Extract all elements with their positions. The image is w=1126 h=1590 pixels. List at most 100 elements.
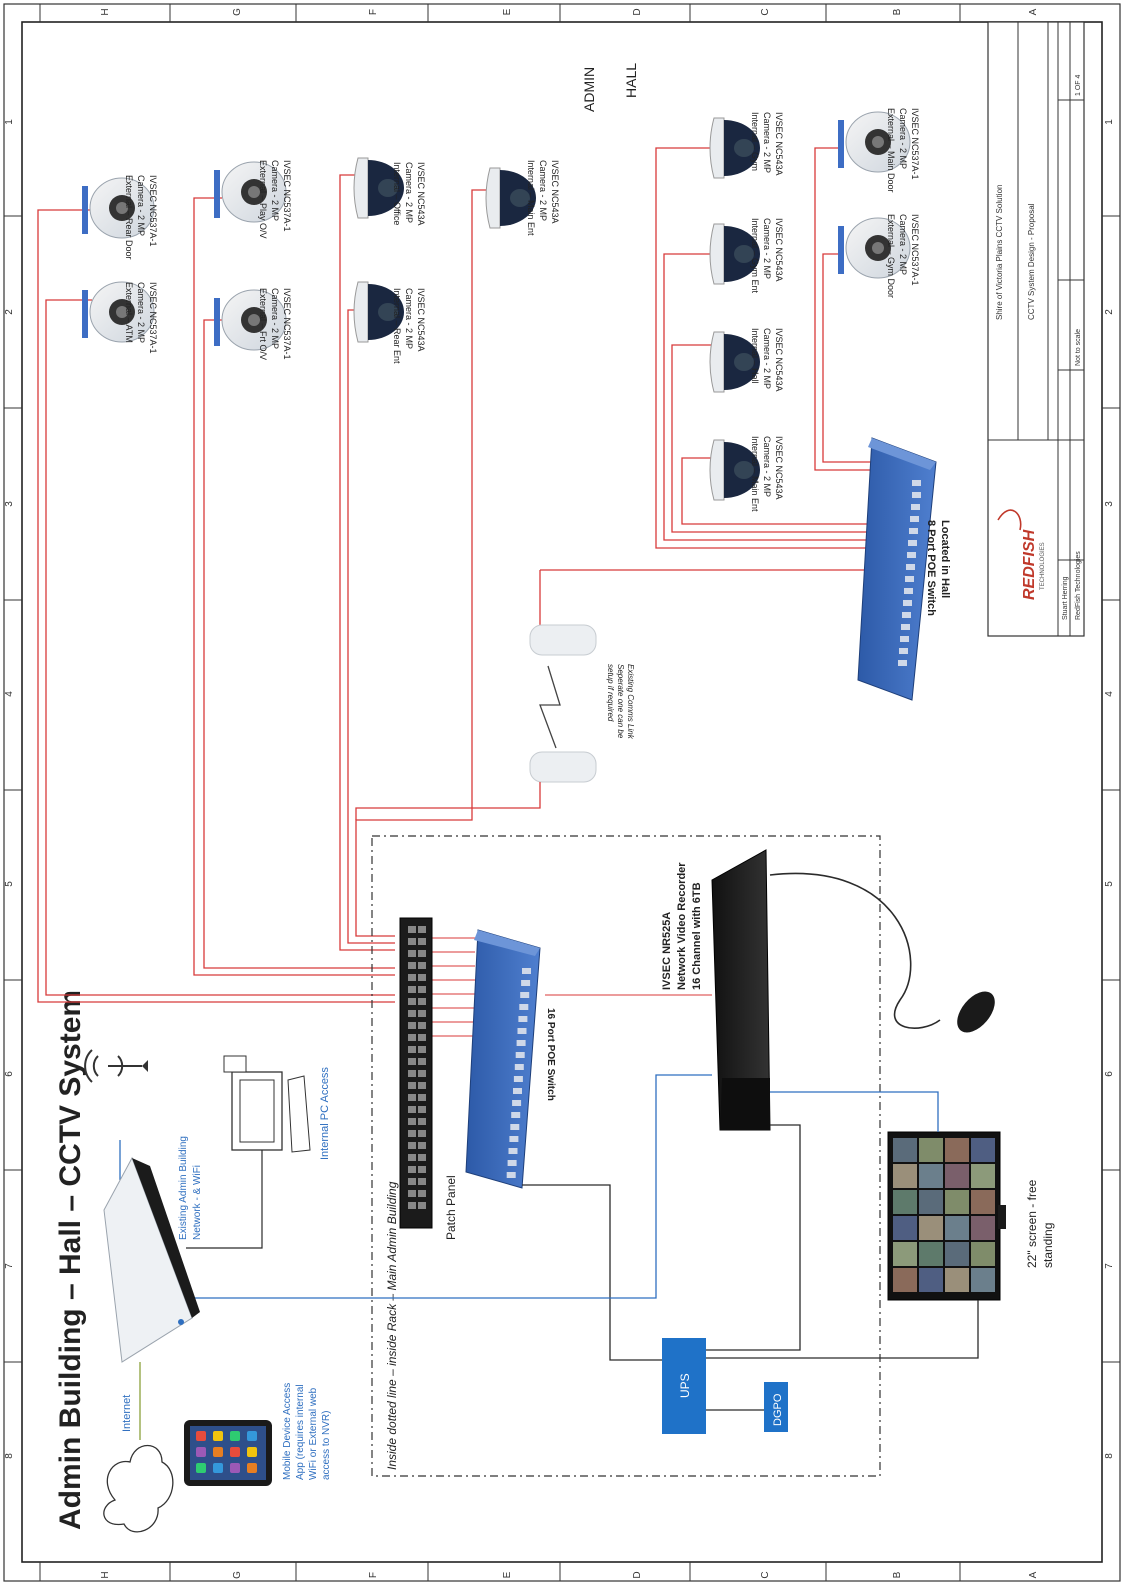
cam-a6-label: IVSEC NC543ACamera - 2 MPInternal – Rear… xyxy=(392,288,426,364)
camera-internal-main-ent-hall[interactable] xyxy=(709,439,760,501)
cctv-feed-tile xyxy=(919,1138,943,1162)
cam-h2-label: IVSEC NC543ACamera - 2 MPInternal – Gym … xyxy=(750,218,784,294)
patch-port xyxy=(418,1082,426,1089)
cctv-feed-tile xyxy=(893,1138,917,1162)
border-letter-label: D xyxy=(632,8,643,15)
patch-port xyxy=(408,1142,416,1149)
border-number-label: 5 xyxy=(4,881,15,887)
camera-internal-main-ent-admin[interactable] xyxy=(485,167,536,229)
comms-link-radio-hall[interactable] xyxy=(529,624,597,656)
title-block-drawn-by: Stuart Herring xyxy=(1062,576,1069,620)
patch-panel[interactable] xyxy=(399,917,433,1229)
patch-port xyxy=(418,1202,426,1209)
poe-16-port-switch[interactable] xyxy=(465,929,541,1189)
border-number-label: 5 xyxy=(1104,881,1115,887)
hall-8-port-poe-switch[interactable] xyxy=(857,437,937,701)
internet-label: Internet xyxy=(121,1395,133,1432)
ups-box[interactable] xyxy=(662,1338,706,1434)
patch-port xyxy=(408,1034,416,1041)
camera-internal-gym[interactable] xyxy=(709,117,760,179)
camera-external-rear-door[interactable] xyxy=(82,177,155,239)
camera-external-frt-ov[interactable] xyxy=(214,289,287,351)
patch-port xyxy=(418,998,426,1005)
hall-area-label: HALL xyxy=(623,63,639,98)
cctv-feed-tile xyxy=(945,1216,969,1240)
poe16-label: 16 Port POE Switch xyxy=(545,1008,556,1101)
internal-pc-icon[interactable] xyxy=(223,1055,311,1153)
patch-port xyxy=(408,1070,416,1077)
cctv-feed-tile xyxy=(893,1164,917,1188)
cam-a1-label: IVSEC NC537A-1Camera - 2 MPExternal – Re… xyxy=(124,175,158,260)
cam-a4-label: IVSEC NC537A-1Camera - 2 MPExternal – Fr… xyxy=(258,288,292,360)
cctv-feed-tile xyxy=(971,1190,995,1214)
existing-network-router[interactable] xyxy=(103,1156,200,1363)
patch-port xyxy=(408,1178,416,1185)
cctv-feed-tile xyxy=(919,1216,943,1240)
camera-internal-rear-ent[interactable] xyxy=(353,281,404,343)
cctv-feed-tile xyxy=(893,1242,917,1266)
switch-port xyxy=(515,1052,525,1058)
camera-external-play-ov[interactable] xyxy=(214,161,287,223)
mouse-icon[interactable] xyxy=(950,985,1002,1040)
cctv-feed-tile xyxy=(971,1242,995,1266)
camera-external-gym-door[interactable] xyxy=(838,217,911,279)
title-block-drawing: CCTV System Design - Proposal xyxy=(1027,203,1036,320)
camera-external-atm[interactable] xyxy=(82,281,155,343)
border-letter-label: E xyxy=(502,8,513,15)
comms-link-radio-admin[interactable] xyxy=(529,751,597,783)
patch-port xyxy=(408,1202,416,1209)
patch-port xyxy=(408,1046,416,1053)
patch-port xyxy=(408,926,416,933)
cctv-feed-tile xyxy=(919,1190,943,1214)
switch-port xyxy=(520,992,530,998)
wireless-bolt-icon xyxy=(539,665,561,749)
outer-border xyxy=(3,3,1121,1582)
border-letter-label: B xyxy=(892,1571,903,1578)
border-number-label: 2 xyxy=(1104,309,1115,315)
admin-area-label: ADMIN xyxy=(581,67,597,112)
patch-port xyxy=(408,1082,416,1089)
border-letter-label: D xyxy=(632,1571,643,1578)
patch-port xyxy=(408,1190,416,1197)
border-number-label: 3 xyxy=(4,501,15,507)
nvr-recorder[interactable] xyxy=(711,849,771,1131)
switch-port xyxy=(516,1040,526,1046)
cam-h1-label: IVSEC NC543ACamera - 2 MPInternal – Gym xyxy=(750,112,784,176)
camera-internal-hall[interactable] xyxy=(709,331,760,393)
app-icon xyxy=(196,1447,206,1457)
network-cables xyxy=(119,1074,939,1299)
drawing-frame xyxy=(21,21,1103,1563)
cam-h6-label: IVSEC NC537A-1Camera - 2 MPExternal – Gy… xyxy=(886,214,920,298)
patch-port xyxy=(418,1190,426,1197)
cctv-feed-tile xyxy=(893,1190,917,1214)
switch-port xyxy=(513,1088,522,1094)
patch-port xyxy=(418,974,426,981)
cctv-feed-tile xyxy=(945,1164,969,1188)
border-number-label: 7 xyxy=(1104,1263,1115,1269)
switch-port xyxy=(521,980,531,986)
patch-port xyxy=(418,1166,426,1173)
comms-link: Existing Comms LinkSeperate one can bese… xyxy=(529,624,635,783)
camera-external-main-door[interactable] xyxy=(838,111,911,173)
app-icon xyxy=(213,1447,223,1457)
dgpo-box[interactable] xyxy=(764,1382,788,1432)
monitor-22in[interactable] xyxy=(887,1131,1006,1301)
border-number-label: 8 xyxy=(4,1453,15,1459)
cctv-feed-tile xyxy=(971,1216,995,1240)
app-icon xyxy=(213,1463,223,1473)
switch-port xyxy=(519,1004,529,1010)
hall-camera-labels: IVSEC NC543ACamera - 2 MPInternal – Gym … xyxy=(750,108,920,512)
page-title: Admin Building – Hall – CCTV System xyxy=(54,990,87,1530)
border-letter-label: H xyxy=(100,8,111,15)
internal-pc-label: Internal PC Access xyxy=(319,1067,331,1160)
app-icon xyxy=(230,1463,240,1473)
patch-port xyxy=(408,986,416,993)
camera-internal-office[interactable] xyxy=(353,157,404,219)
camera-internal-gym-ent[interactable] xyxy=(709,223,760,285)
patch-port xyxy=(408,1106,416,1113)
border-ticks xyxy=(4,4,1120,1581)
mobile-device-icon[interactable] xyxy=(184,1420,272,1486)
